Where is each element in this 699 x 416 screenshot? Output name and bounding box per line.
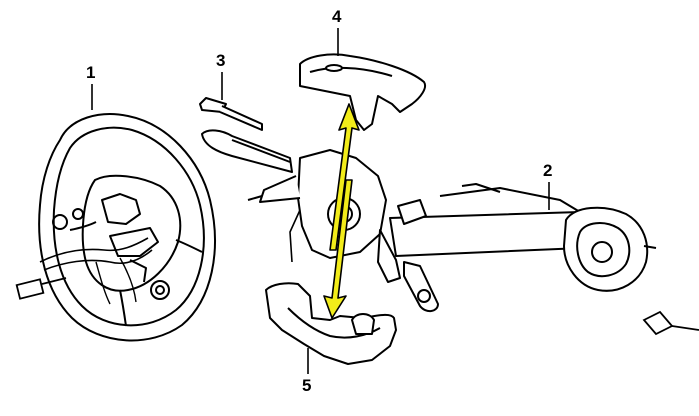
leader-lines [91, 28, 550, 374]
callout-3: 3 [216, 51, 226, 70]
upper-shroud-icon [299, 53, 426, 131]
callout-2: 2 [543, 161, 553, 180]
double-arrow-icon [323, 103, 360, 319]
lower-shroud-icon [265, 282, 397, 365]
wiring-connector-icon [15, 277, 67, 300]
callout-1: 1 [86, 63, 96, 82]
wiring-connector-icon [642, 310, 699, 336]
steering-column-icon [247, 149, 657, 312]
multifunction-switch-icon [199, 97, 293, 173]
steering-wheel-icon [38, 113, 216, 342]
callout-5: 5 [302, 376, 312, 395]
callout-4: 4 [332, 7, 342, 26]
